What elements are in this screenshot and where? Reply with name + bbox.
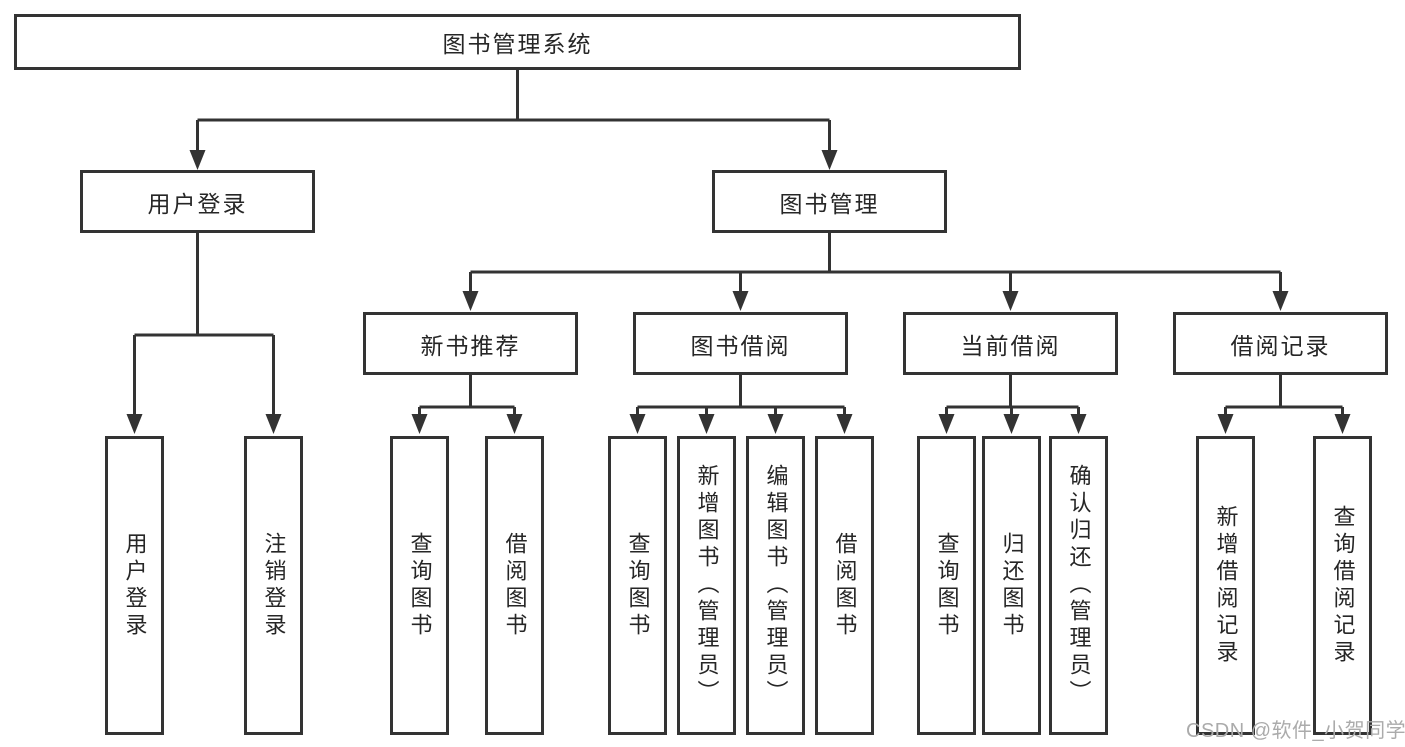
node-user-login-group: 用户登录	[80, 170, 315, 233]
node-cur-query-books-label: 查询图书	[934, 531, 960, 640]
node-user-login: 用户登录	[105, 436, 164, 735]
node-root: 图书管理系统	[14, 14, 1021, 70]
node-query-borrow-record: 查询借阅记录	[1313, 436, 1372, 735]
node-query-borrow-record-label: 查询借阅记录	[1330, 504, 1356, 667]
node-confirm-return-admin: 确认归还（管理员）	[1049, 436, 1108, 735]
node-book-management-label: 图书管理	[779, 190, 880, 217]
node-add-books-admin: 新增图书（管理员）	[677, 436, 736, 735]
node-add-borrow-record-label: 新增借阅记录	[1213, 504, 1239, 667]
node-add-borrow-record: 新增借阅记录	[1196, 436, 1255, 735]
arrowheads	[126, 150, 1351, 434]
node-root-label: 图书管理系统	[442, 31, 593, 57]
node-rec-borrow-books-label: 借阅图书	[502, 531, 528, 640]
node-add-books-admin-label: 新增图书（管理员）	[694, 464, 720, 707]
node-return-books: 归还图书	[982, 436, 1041, 735]
node-rec-borrow-books: 借阅图书	[485, 436, 544, 735]
node-return-books-label: 归还图书	[999, 531, 1025, 640]
node-logout-label: 注销登录	[261, 531, 287, 640]
node-user-login-group-label: 用户登录	[147, 190, 248, 217]
node-book-borrowing: 图书借阅	[633, 312, 848, 375]
node-book-management: 图书管理	[712, 170, 947, 233]
node-book-borrowing-label: 图书借阅	[690, 332, 791, 359]
node-edit-books-admin-label: 编辑图书（管理员）	[763, 464, 789, 707]
node-confirm-return-admin-label: 确认归还（管理员）	[1066, 464, 1092, 707]
node-bor-borrow-books: 借阅图书	[815, 436, 874, 735]
node-new-book-recommend-label: 新书推荐	[420, 332, 521, 359]
node-current-borrowing-label: 当前借阅	[960, 332, 1061, 359]
node-edit-books-admin: 编辑图书（管理员）	[746, 436, 805, 735]
node-rec-query-books: 查询图书	[390, 436, 449, 735]
node-borrowing-records: 借阅记录	[1173, 312, 1388, 375]
node-current-borrowing: 当前借阅	[903, 312, 1118, 375]
node-bor-query-books-label: 查询图书	[625, 531, 651, 640]
connector-wires	[133, 70, 1344, 416]
csdn-watermark: CSDN @软件_小贺同学	[1186, 720, 1405, 742]
node-rec-query-books-label: 查询图书	[407, 531, 433, 640]
node-bor-query-books: 查询图书	[608, 436, 667, 735]
node-new-book-recommend: 新书推荐	[363, 312, 578, 375]
node-cur-query-books: 查询图书	[917, 436, 976, 735]
node-logout: 注销登录	[244, 436, 303, 735]
node-user-login-label: 用户登录	[122, 531, 148, 640]
node-borrowing-records-label: 借阅记录	[1230, 332, 1331, 359]
node-bor-borrow-books-label: 借阅图书	[832, 531, 858, 640]
